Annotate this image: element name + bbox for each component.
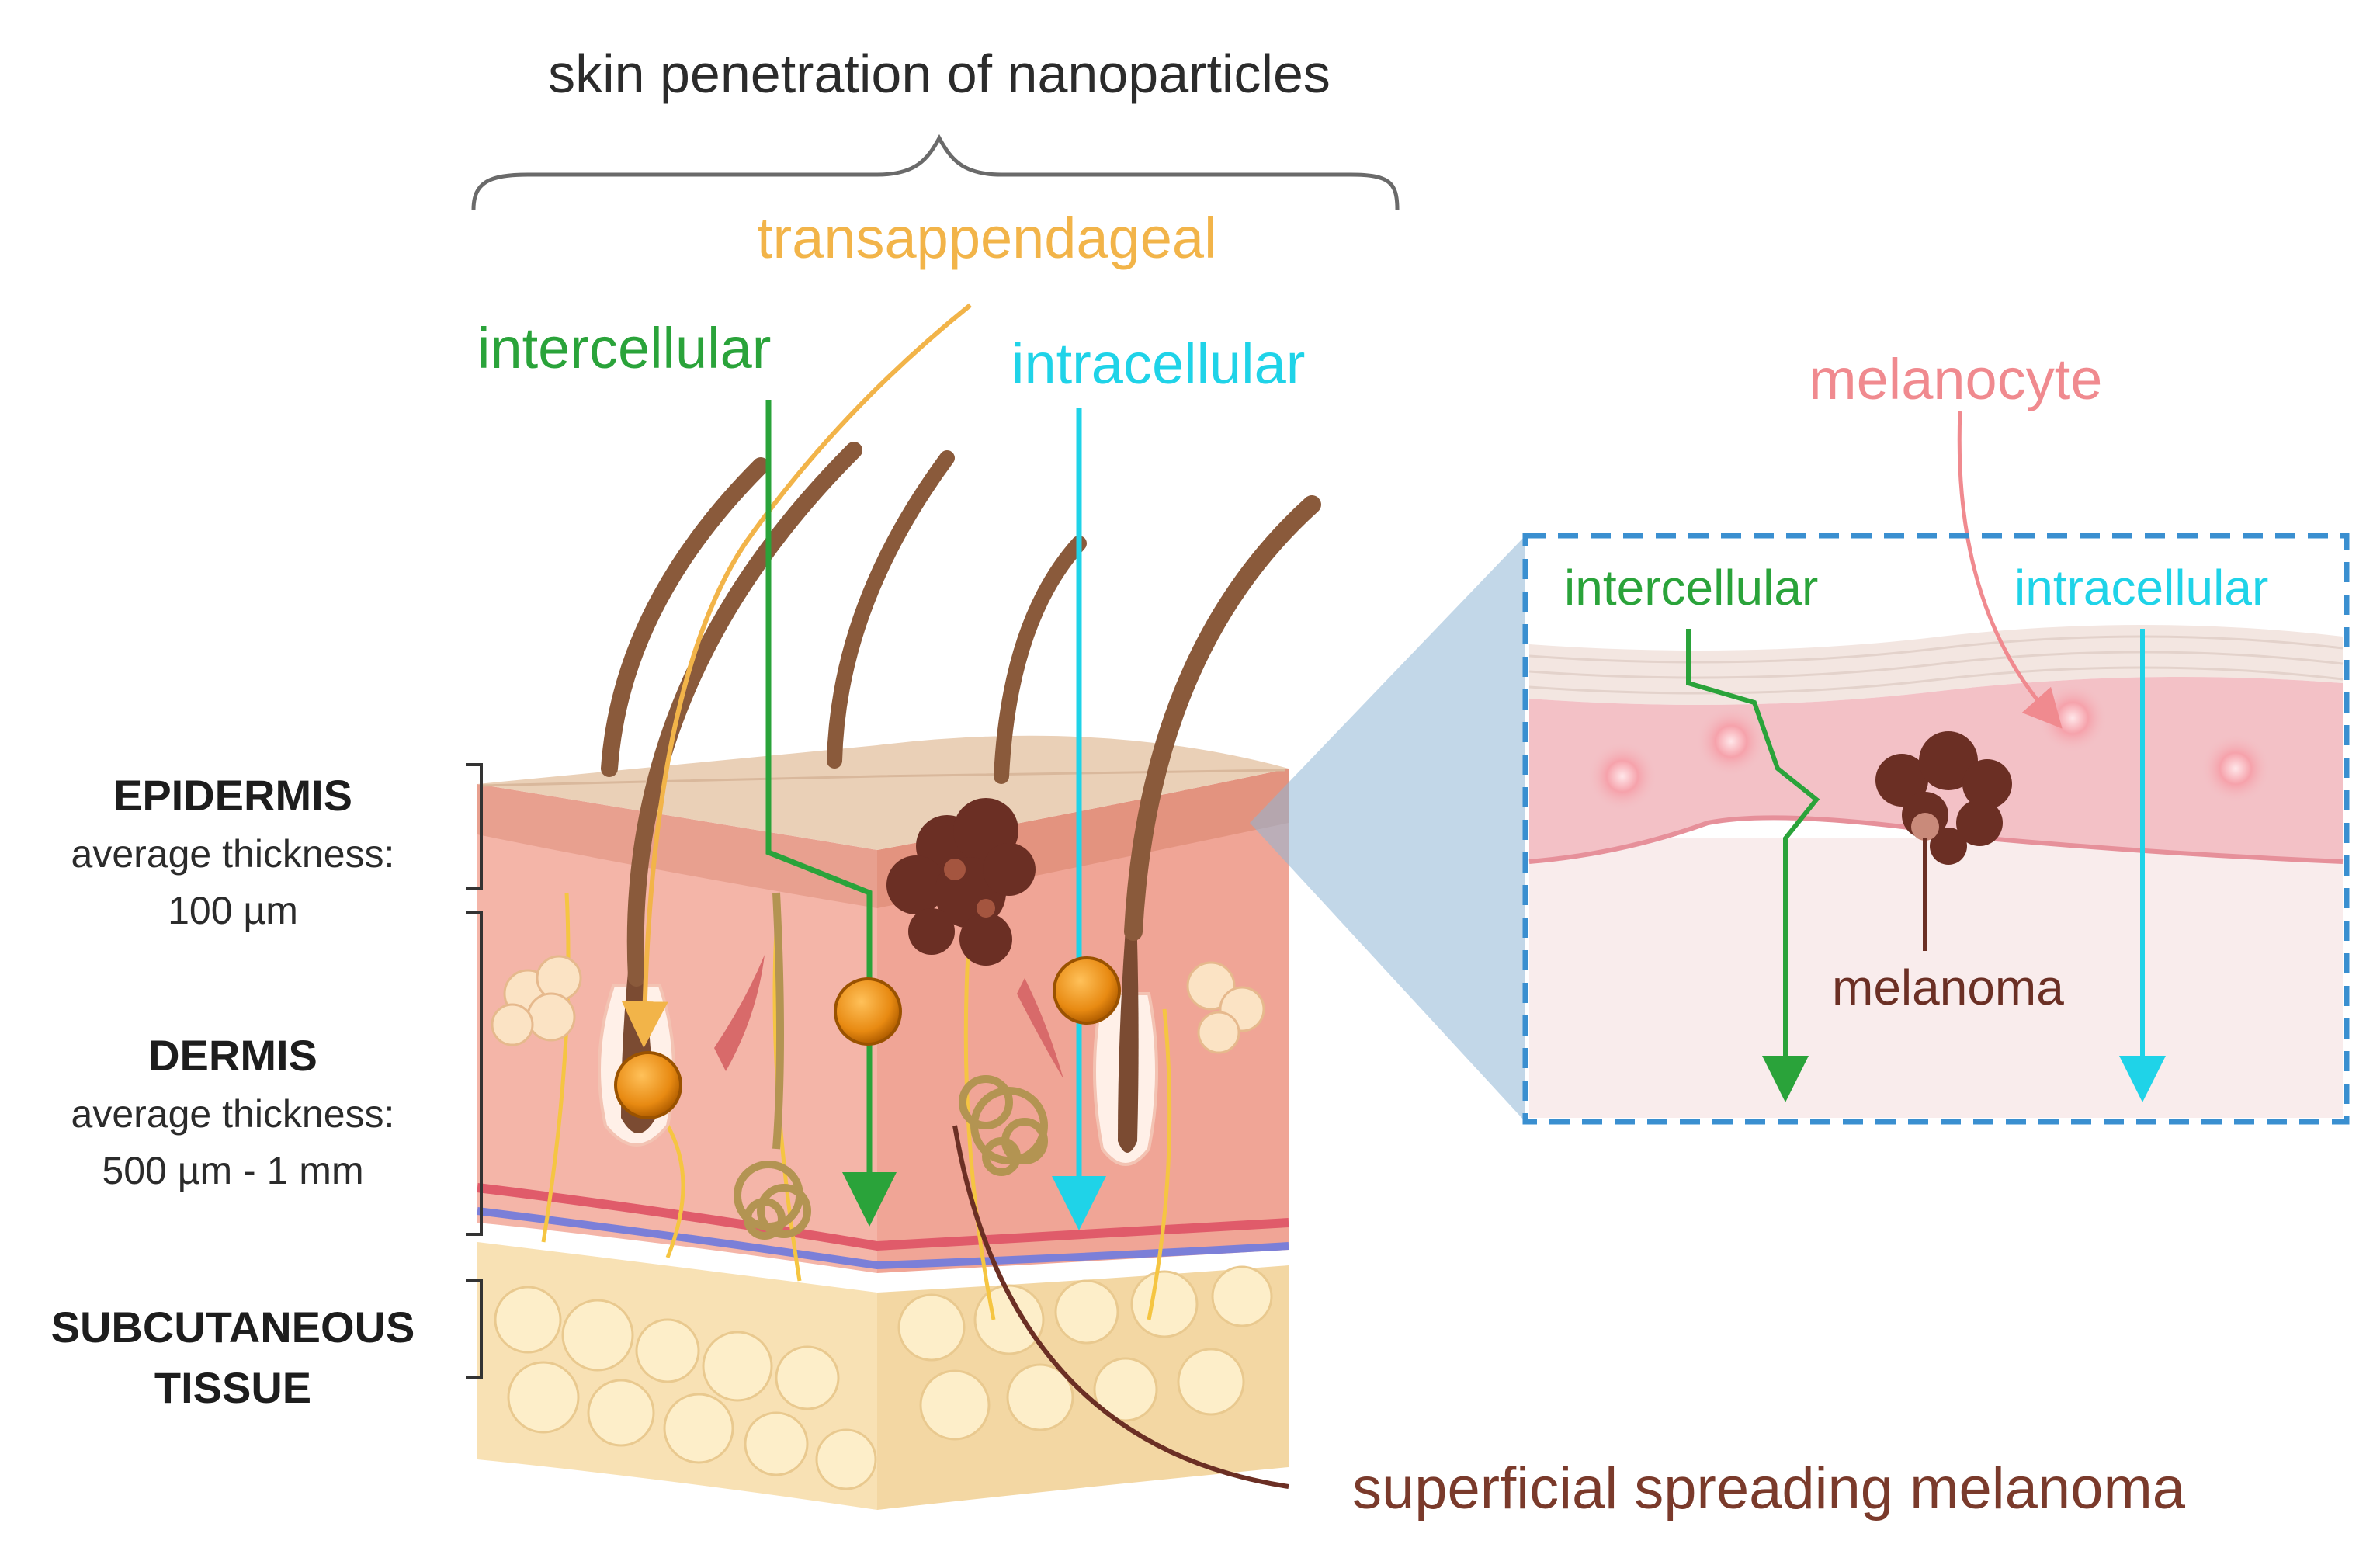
- nanoparticle: [834, 977, 902, 1046]
- nanoparticle: [1053, 956, 1121, 1025]
- inset-view: [1522, 411, 2350, 1125]
- epidermis-label: EPIDERMIS: [113, 771, 353, 820]
- transappendageal-arrow: [621, 303, 972, 1048]
- inset-label-intercellular: intercellular: [1564, 560, 1819, 616]
- epidermis-thickness-value: 100 µm: [168, 889, 298, 932]
- route-label-intracellular: intracellular: [1011, 331, 1306, 396]
- dermis-thickness-value: 500 µm - 1 mm: [102, 1149, 364, 1192]
- title-brace: [471, 134, 1400, 210]
- melanocyte-label: melanocyte: [1809, 347, 2103, 411]
- route-label-intercellular: intercellular: [477, 316, 772, 380]
- dermis-label: DERMIS: [148, 1031, 317, 1080]
- epidermis-thickness-label: average thickness:: [71, 832, 395, 876]
- melanoma-label: melanoma: [1832, 959, 2064, 1015]
- layer-brackets: [466, 763, 483, 1379]
- melanoma-callout-line: [952, 1125, 1289, 1489]
- zoom-cone: [1250, 536, 1525, 1122]
- nanoparticle: [614, 1051, 682, 1119]
- subcutaneous-label: SUBCUTANEOUS: [50, 1303, 415, 1351]
- inset-melanoma: [1875, 731, 2012, 865]
- bottom-label: superficial spreading melanoma: [1352, 1456, 2186, 1522]
- subcutaneous-label-line2: TISSUE: [154, 1363, 312, 1412]
- route-label-transappendageal: transappendageal: [757, 206, 1217, 270]
- figure-title: skin penetration of nanoparticles: [548, 43, 1331, 104]
- inset-label-intracellular: intracellular: [2014, 560, 2269, 616]
- dermis-thickness-label: average thickness:: [71, 1092, 395, 1136]
- melanoma-lesion: [886, 798, 1036, 966]
- intercellular-arrow: [765, 400, 897, 1227]
- skin-block: [477, 442, 1321, 1510]
- inset-intercellular-arrow: [1686, 629, 1820, 1102]
- inset-border: [1522, 533, 2350, 1125]
